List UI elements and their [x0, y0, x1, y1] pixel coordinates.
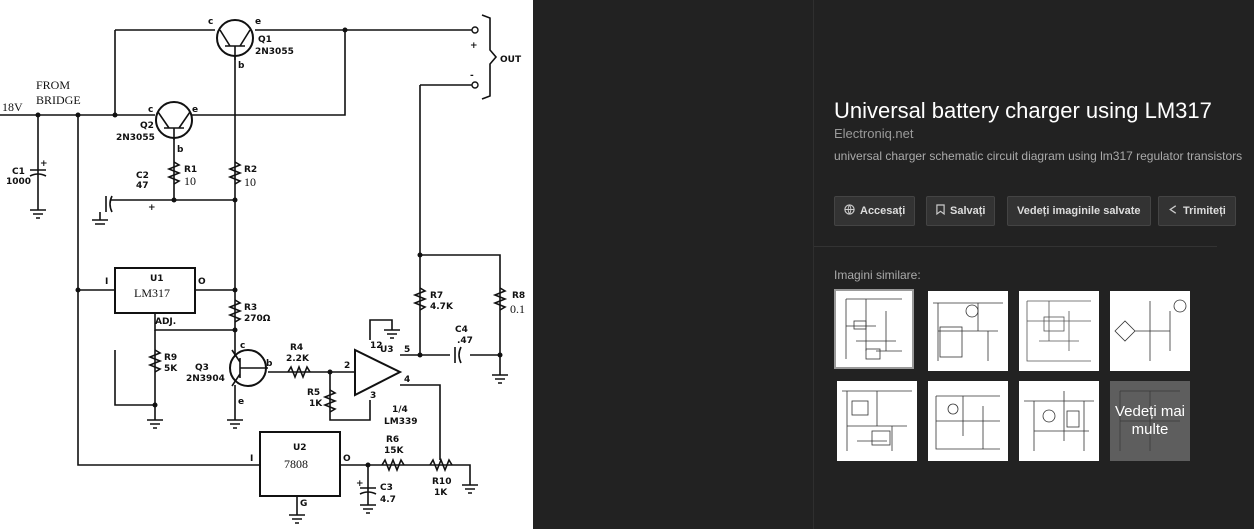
u1-part: LM317 [134, 286, 170, 300]
q3-label: Q3 [195, 363, 209, 373]
r7-label: R7 [430, 291, 443, 301]
u3-part: 1/4 [392, 405, 408, 415]
view-saved-button[interactable]: Vedeți imaginile salvate [1007, 196, 1151, 226]
q2-c-label: c [148, 105, 153, 115]
similar-image-thumb[interactable] [1110, 291, 1190, 371]
similar-image-thumb[interactable] [1019, 291, 1099, 371]
q2-b-label: b [177, 145, 184, 155]
q1-c-label: c [208, 17, 213, 27]
c1-label: C1 [12, 167, 25, 177]
q3-c-label: c [240, 341, 245, 351]
c2-value: 47 [136, 181, 149, 191]
c3-label: C3 [380, 483, 393, 493]
c4-value: .47 [457, 336, 473, 346]
bookmark-icon [936, 204, 945, 218]
r2-value: 10 [244, 175, 256, 189]
c3-value: 4.7 [380, 495, 396, 505]
share-button-label: Trimiteți [1183, 205, 1226, 217]
c4-label: C4 [455, 325, 468, 335]
u1-in-pin: I [105, 277, 108, 287]
bridge-label: BRIDGE [36, 93, 81, 107]
q1-b-label: b [238, 61, 245, 71]
schematic-diagram: c e Q1 2N3055 b OUT + - FROM BRIDGE 18V … [0, 14, 525, 524]
q2-e-label: e [192, 105, 198, 115]
u2-in-pin: I [250, 454, 253, 464]
view-more-thumb[interactable]: Vedeți mai multe [1110, 381, 1190, 461]
r6-label: R6 [386, 435, 399, 445]
voltage-18v-label: 18V [2, 100, 23, 114]
out-label: OUT [500, 55, 522, 65]
image-info-panel: Universal battery charger using LM317 El… [814, 0, 1242, 529]
u3-pin2: 2 [344, 361, 350, 371]
panel-divider [814, 246, 1217, 247]
u3-pin4: 4 [404, 375, 410, 385]
r7-value: 4.7K [430, 302, 454, 312]
u3-pin5: 5 [404, 345, 410, 355]
q2-label: Q2 [140, 121, 154, 131]
r10-value: 1K [434, 488, 448, 498]
r8-value: 0.1 [510, 302, 525, 316]
share-button[interactable]: Trimiteți [1158, 196, 1236, 226]
r6-value: 15K [384, 446, 405, 456]
r3-label: R3 [244, 303, 257, 313]
r3-value: 270Ω [244, 314, 271, 324]
u1-label: U1 [150, 274, 164, 284]
r5-label: R5 [307, 388, 320, 398]
r5-value: 1K [309, 399, 323, 409]
r9-value: 5K [164, 364, 178, 374]
q1-part-label: 2N3055 [255, 47, 294, 57]
u2-part: 7808 [284, 457, 308, 471]
q3-e-label: e [238, 397, 244, 407]
u1-adj-pin: ADJ. [155, 317, 176, 327]
u2-label: U2 [293, 443, 307, 453]
q3-b-label: b [266, 359, 273, 369]
save-button[interactable]: Salvați [926, 196, 996, 226]
r8-label: R8 [512, 291, 525, 301]
image-title[interactable]: Universal battery charger using LM317 [834, 98, 1212, 123]
r1-label: R1 [184, 165, 197, 175]
share-icon [1168, 204, 1178, 218]
r9-label: R9 [164, 353, 177, 363]
save-button-label: Salvați [950, 205, 986, 217]
schematic-image[interactable]: c e Q1 2N3055 b OUT + - FROM BRIDGE 18V … [0, 0, 534, 529]
similar-image-thumb[interactable] [1019, 381, 1099, 461]
c1-plus: + [40, 159, 48, 169]
c2-label: C2 [136, 171, 149, 181]
q1-e-label: e [255, 17, 261, 27]
u1-out-pin: O [198, 277, 206, 287]
c3-plus: + [356, 479, 364, 489]
visit-button[interactable]: Accesați [834, 196, 916, 226]
u2-out-pin: O [343, 454, 351, 464]
u3-pin12: 12 [370, 341, 383, 351]
visit-button-label: Accesați [860, 205, 906, 217]
view-more-label: Vedeți mai multe [1110, 381, 1190, 461]
globe-icon [844, 204, 855, 218]
similar-images-label: Imagini similare: [834, 268, 921, 282]
similar-image-thumb[interactable] [837, 381, 917, 461]
out-minus-label: - [470, 71, 474, 81]
u2-gnd-pin: G [300, 499, 307, 509]
r4-value: 2.2K [286, 354, 310, 364]
image-description: universal charger schematic circuit diag… [834, 149, 1243, 163]
u3-part2: LM339 [384, 417, 417, 427]
q1-label: Q1 [258, 35, 272, 45]
view-saved-button-label: Vedeți imaginile salvate [1017, 205, 1141, 217]
c1-value: 1000 [6, 177, 31, 187]
similar-image-thumb[interactable] [834, 289, 914, 369]
r4-label: R4 [290, 343, 303, 353]
c2-plus: + [148, 203, 156, 213]
similar-image-thumb[interactable] [928, 291, 1008, 371]
out-plus-label: + [470, 41, 478, 51]
q3-part-label: 2N3904 [186, 374, 225, 384]
image-source[interactable]: Electroniq.net [834, 126, 914, 141]
preview-gap [533, 0, 814, 529]
u3-label: U3 [380, 345, 394, 355]
r10-label: R10 [432, 477, 451, 487]
u3-pin3: 3 [370, 391, 376, 401]
r2-label: R2 [244, 165, 257, 175]
similar-image-thumb[interactable] [928, 381, 1008, 461]
r1-value: 10 [184, 174, 196, 188]
q2-part-label: 2N3055 [116, 133, 155, 143]
from-label: FROM [36, 78, 70, 92]
